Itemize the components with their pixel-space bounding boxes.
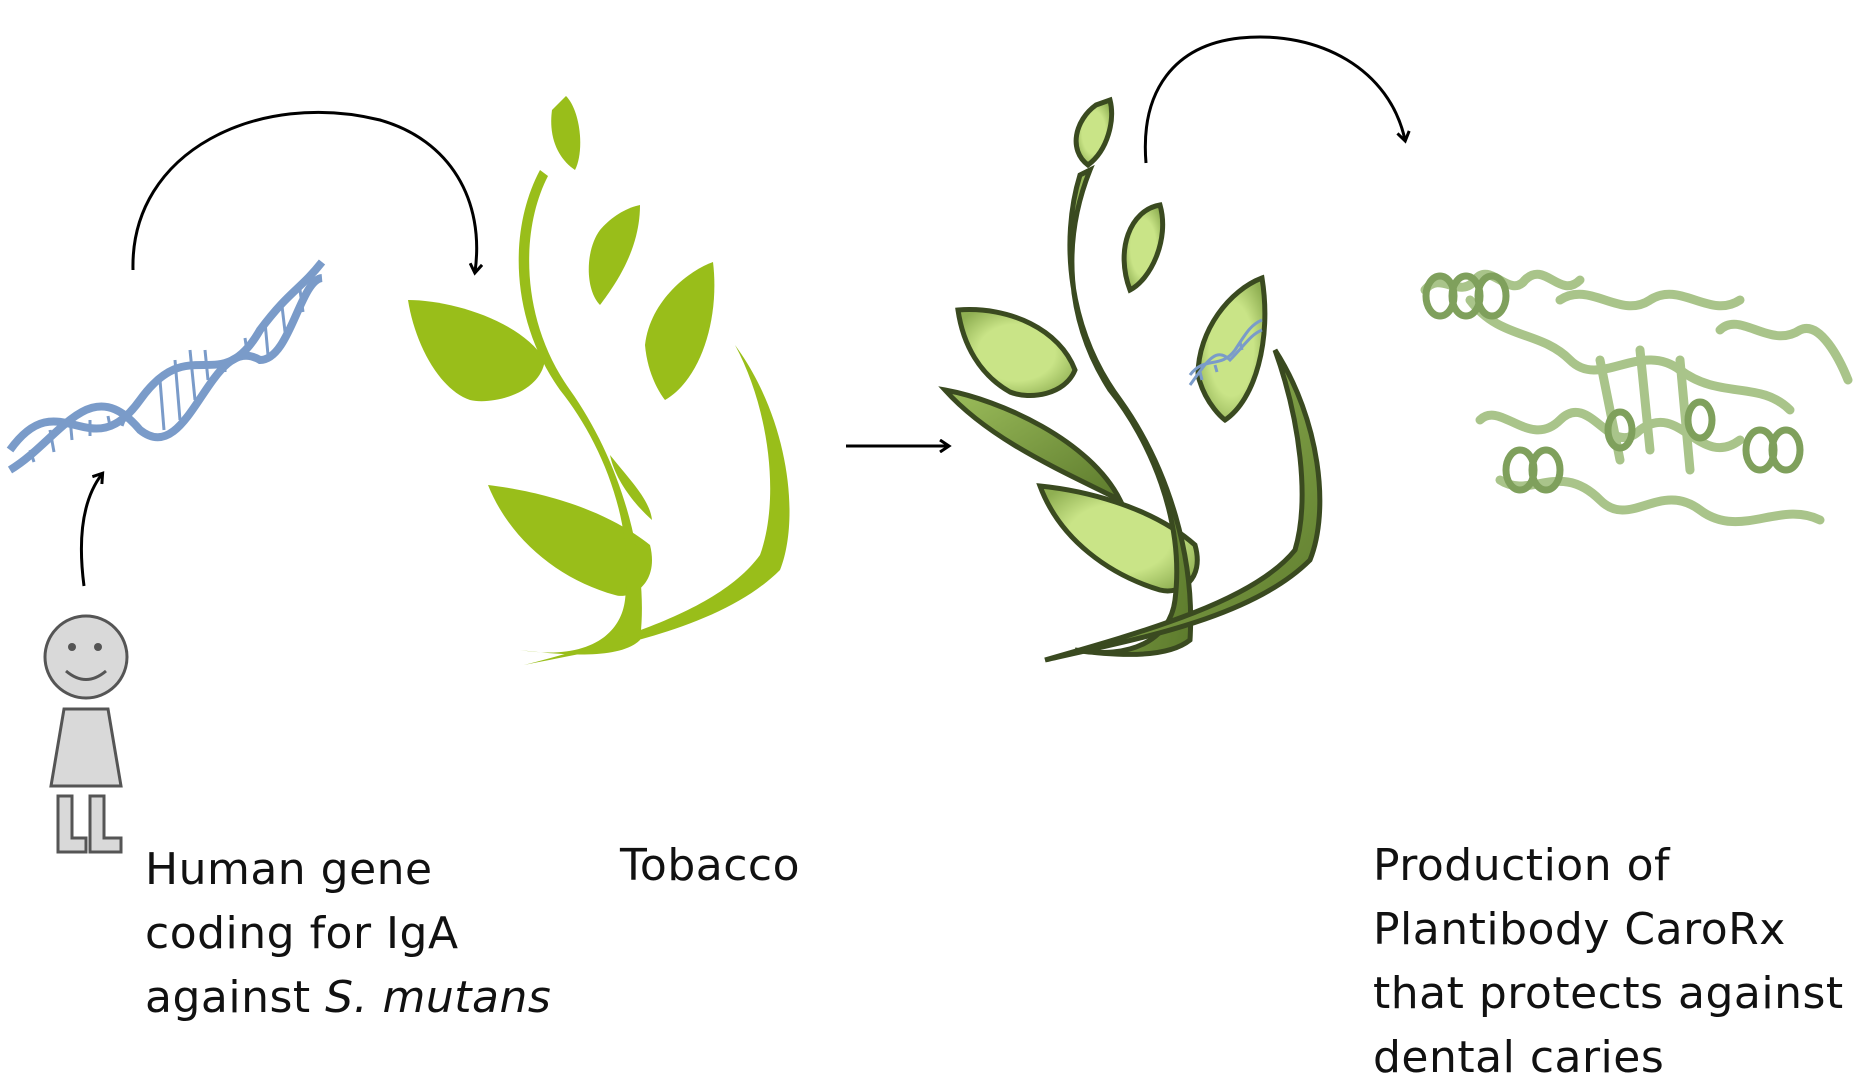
product-label-line2: Plantibody CaroRx: [1373, 904, 1786, 955]
human-gene-label-line2: coding for IgA: [145, 908, 459, 959]
protein-helices: [1422, 272, 1804, 494]
tobacco-label: Tobacco: [620, 834, 800, 898]
inserted-dna-icon: [1188, 318, 1263, 386]
human-gene-label-line3: against S. mutans: [145, 966, 551, 1030]
transformed-plant-icon: [938, 96, 1323, 663]
person-icon: [43, 614, 129, 854]
tobacco-label-text: Tobacco: [620, 840, 801, 891]
arrow-transformed-to-protein: [1143, 35, 1405, 164]
arrow-person-to-dna: [79, 474, 102, 587]
human-gene-label-line3-prefix: against: [145, 972, 326, 1023]
tobacco-plant-icon: [408, 96, 790, 665]
product-label-line4: dental caries: [1373, 1032, 1665, 1083]
human-gene-label-line1: Human gene: [145, 844, 433, 895]
protein-structure-icon: [1420, 269, 1853, 527]
species-name: S. mutans: [325, 972, 552, 1023]
arrow-dna-to-tobacco: [131, 110, 477, 272]
dna-helix-icon: [6, 259, 326, 474]
product-label-line3: that protects against: [1373, 968, 1844, 1019]
product-label-line1: Production of: [1373, 840, 1670, 891]
product-label: Production of Plantibody CaroRx that pro…: [1373, 834, 1844, 1090]
human-gene-label: Human gene coding for IgA against S. mut…: [145, 838, 551, 1030]
